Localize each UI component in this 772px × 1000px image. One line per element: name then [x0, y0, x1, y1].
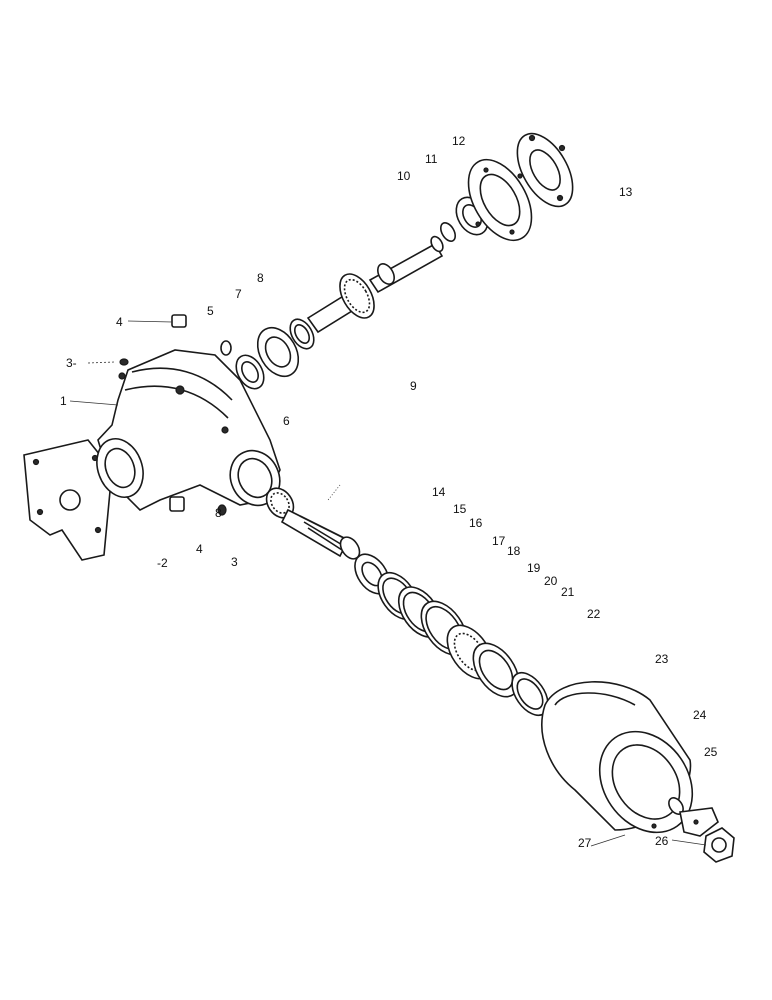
label-6: 6: [283, 414, 290, 428]
label-17: 17: [492, 534, 506, 548]
gear-housing: [96, 349, 281, 511]
lower-bearing-set: [354, 553, 549, 717]
label-5: 5: [207, 304, 214, 318]
label-16: 16: [469, 516, 483, 530]
upper-flange-assembly: [439, 132, 574, 242]
label-19: 19: [527, 561, 541, 575]
label-22: 22: [587, 607, 601, 621]
label-3-left: 3-: [66, 356, 77, 370]
part-labels: 1 -2 3- 3 4 4 5 6 7 8 8 9 10 11 12 13 14…: [60, 134, 718, 850]
label-20: 20: [544, 574, 558, 588]
label-7: 7: [235, 287, 242, 301]
label-15: 15: [453, 502, 467, 516]
label-14: 14: [432, 485, 446, 499]
label-25: 25: [704, 745, 718, 759]
label-21: 21: [561, 585, 575, 599]
label-12: 12: [452, 134, 466, 148]
label-3: 3: [231, 555, 238, 569]
label-10: 10: [397, 169, 411, 183]
label-4-bottom: 4: [196, 542, 203, 556]
label-1: 1: [60, 394, 67, 408]
label-8-bottom: 8: [215, 506, 222, 520]
label-27: 27: [578, 836, 592, 850]
label-11: 11: [425, 152, 438, 166]
label-23: 23: [655, 652, 669, 666]
label-4-top: 4: [116, 315, 123, 329]
label-13: 13: [619, 185, 633, 199]
label-26: 26: [655, 834, 669, 848]
mounting-plate: [23, 439, 113, 561]
label-24: 24: [693, 708, 707, 722]
upper-shaft-gear: [306, 235, 444, 334]
label-18: 18: [507, 544, 521, 558]
leader-lines: [69, 320, 707, 847]
label-9: 9: [410, 379, 417, 393]
upper-bearing-set: [235, 318, 315, 390]
label-8-top: 8: [257, 271, 264, 285]
pinion-shaft: [265, 487, 361, 560]
fittings: [118, 314, 232, 516]
label-2: -2: [157, 556, 168, 570]
retaining-hardware: [651, 797, 735, 863]
